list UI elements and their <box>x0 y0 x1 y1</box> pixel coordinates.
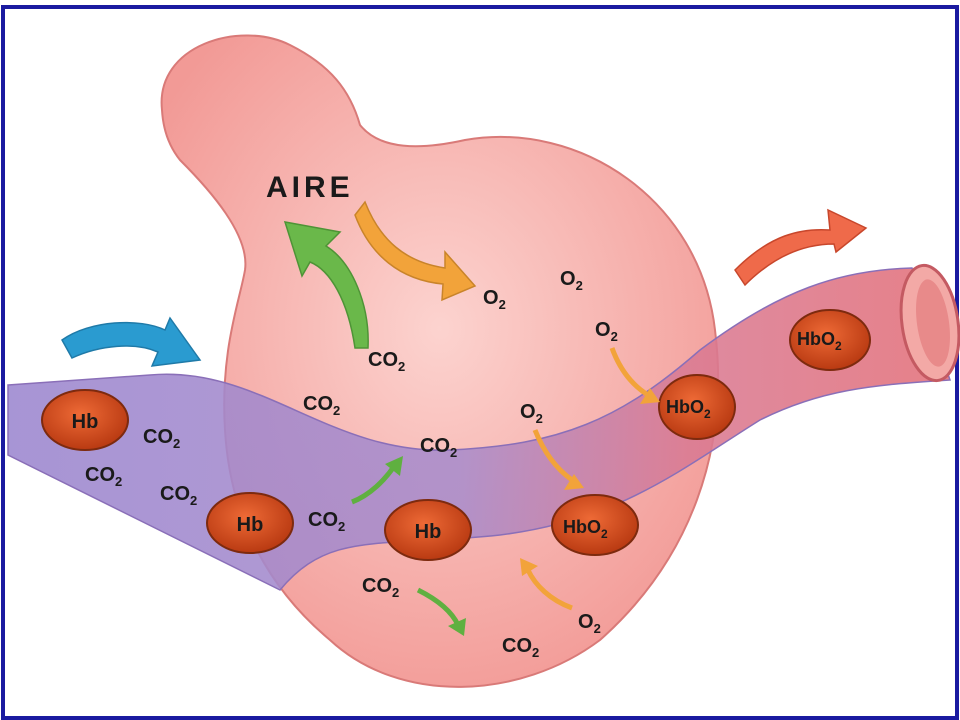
co2-label: CO2 <box>143 426 180 451</box>
co2-label: CO2 <box>85 464 122 489</box>
hb-label: Hb <box>415 521 442 543</box>
co2-label: CO2 <box>368 349 405 374</box>
blood-in-arrow <box>61 316 202 367</box>
red-cell <box>658 374 736 440</box>
co2-label: CO2 <box>308 509 345 534</box>
co2-diffusion-arrow <box>351 456 403 505</box>
o2-label: O2 <box>595 319 618 344</box>
red-cell <box>41 389 129 451</box>
co2-label: CO2 <box>303 393 340 418</box>
red-cell <box>789 309 871 371</box>
o2-diffusion-arrow <box>532 429 584 490</box>
blood-out-arrow <box>734 208 868 287</box>
air-label: AIRE <box>266 171 354 204</box>
red-cell <box>206 492 294 554</box>
o2-label: O2 <box>578 611 601 636</box>
hbo2-label: HbO2 <box>666 397 711 421</box>
co2-label: CO2 <box>420 435 457 460</box>
o2-label: O2 <box>520 401 543 426</box>
frame-border <box>1 5 959 720</box>
hb-label: Hb <box>237 514 264 536</box>
alveolus <box>160 34 720 688</box>
hb-label: Hb <box>72 411 99 433</box>
red-cell <box>384 499 472 561</box>
co2-label: CO2 <box>160 483 197 508</box>
red-cell <box>551 494 639 556</box>
o2-diffusion-arrow <box>520 558 573 611</box>
o2-label: O2 <box>483 287 506 312</box>
co2-diffusion-arrow <box>416 587 466 636</box>
co2-label: CO2 <box>362 575 399 600</box>
co2-exit-arrow <box>283 221 369 349</box>
o2-label: O2 <box>560 268 583 293</box>
hbo2-label: HbO2 <box>563 517 608 541</box>
vessel-opening-inner <box>916 279 950 367</box>
o2-entry-arrow <box>354 200 477 302</box>
co2-label: CO2 <box>502 635 539 660</box>
o2-diffusion-arrow <box>609 347 660 404</box>
hbo2-label: HbO2 <box>797 329 842 353</box>
